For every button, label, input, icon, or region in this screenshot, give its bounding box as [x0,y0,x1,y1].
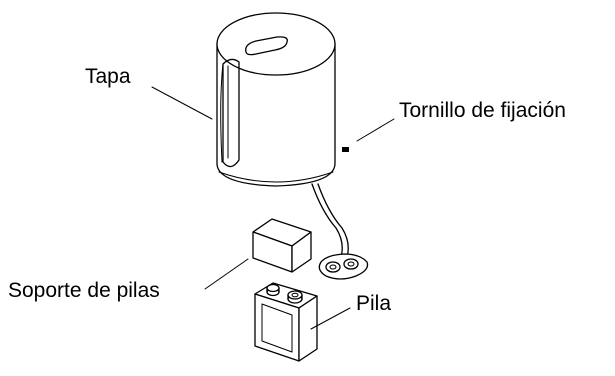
label-tornillo-de-fijacion: Tornillo de fijación [399,99,566,122]
label-soporte-de-pilas: Soporte de pilas [8,279,160,302]
leader-lines [151,86,395,330]
fixing-screw-icon [342,147,349,152]
battery-cable [311,183,349,261]
cover-housing [216,12,349,187]
battery-holder [252,218,312,273]
battery-snap-connector [318,253,369,280]
leader-pila [310,307,351,330]
leader-tornillo [356,118,395,142]
label-pila: Pila [356,292,391,315]
battery-9v [254,282,318,362]
label-tapa: Tapa [85,65,131,88]
leader-soporte [204,258,249,290]
leader-tapa [151,86,213,120]
